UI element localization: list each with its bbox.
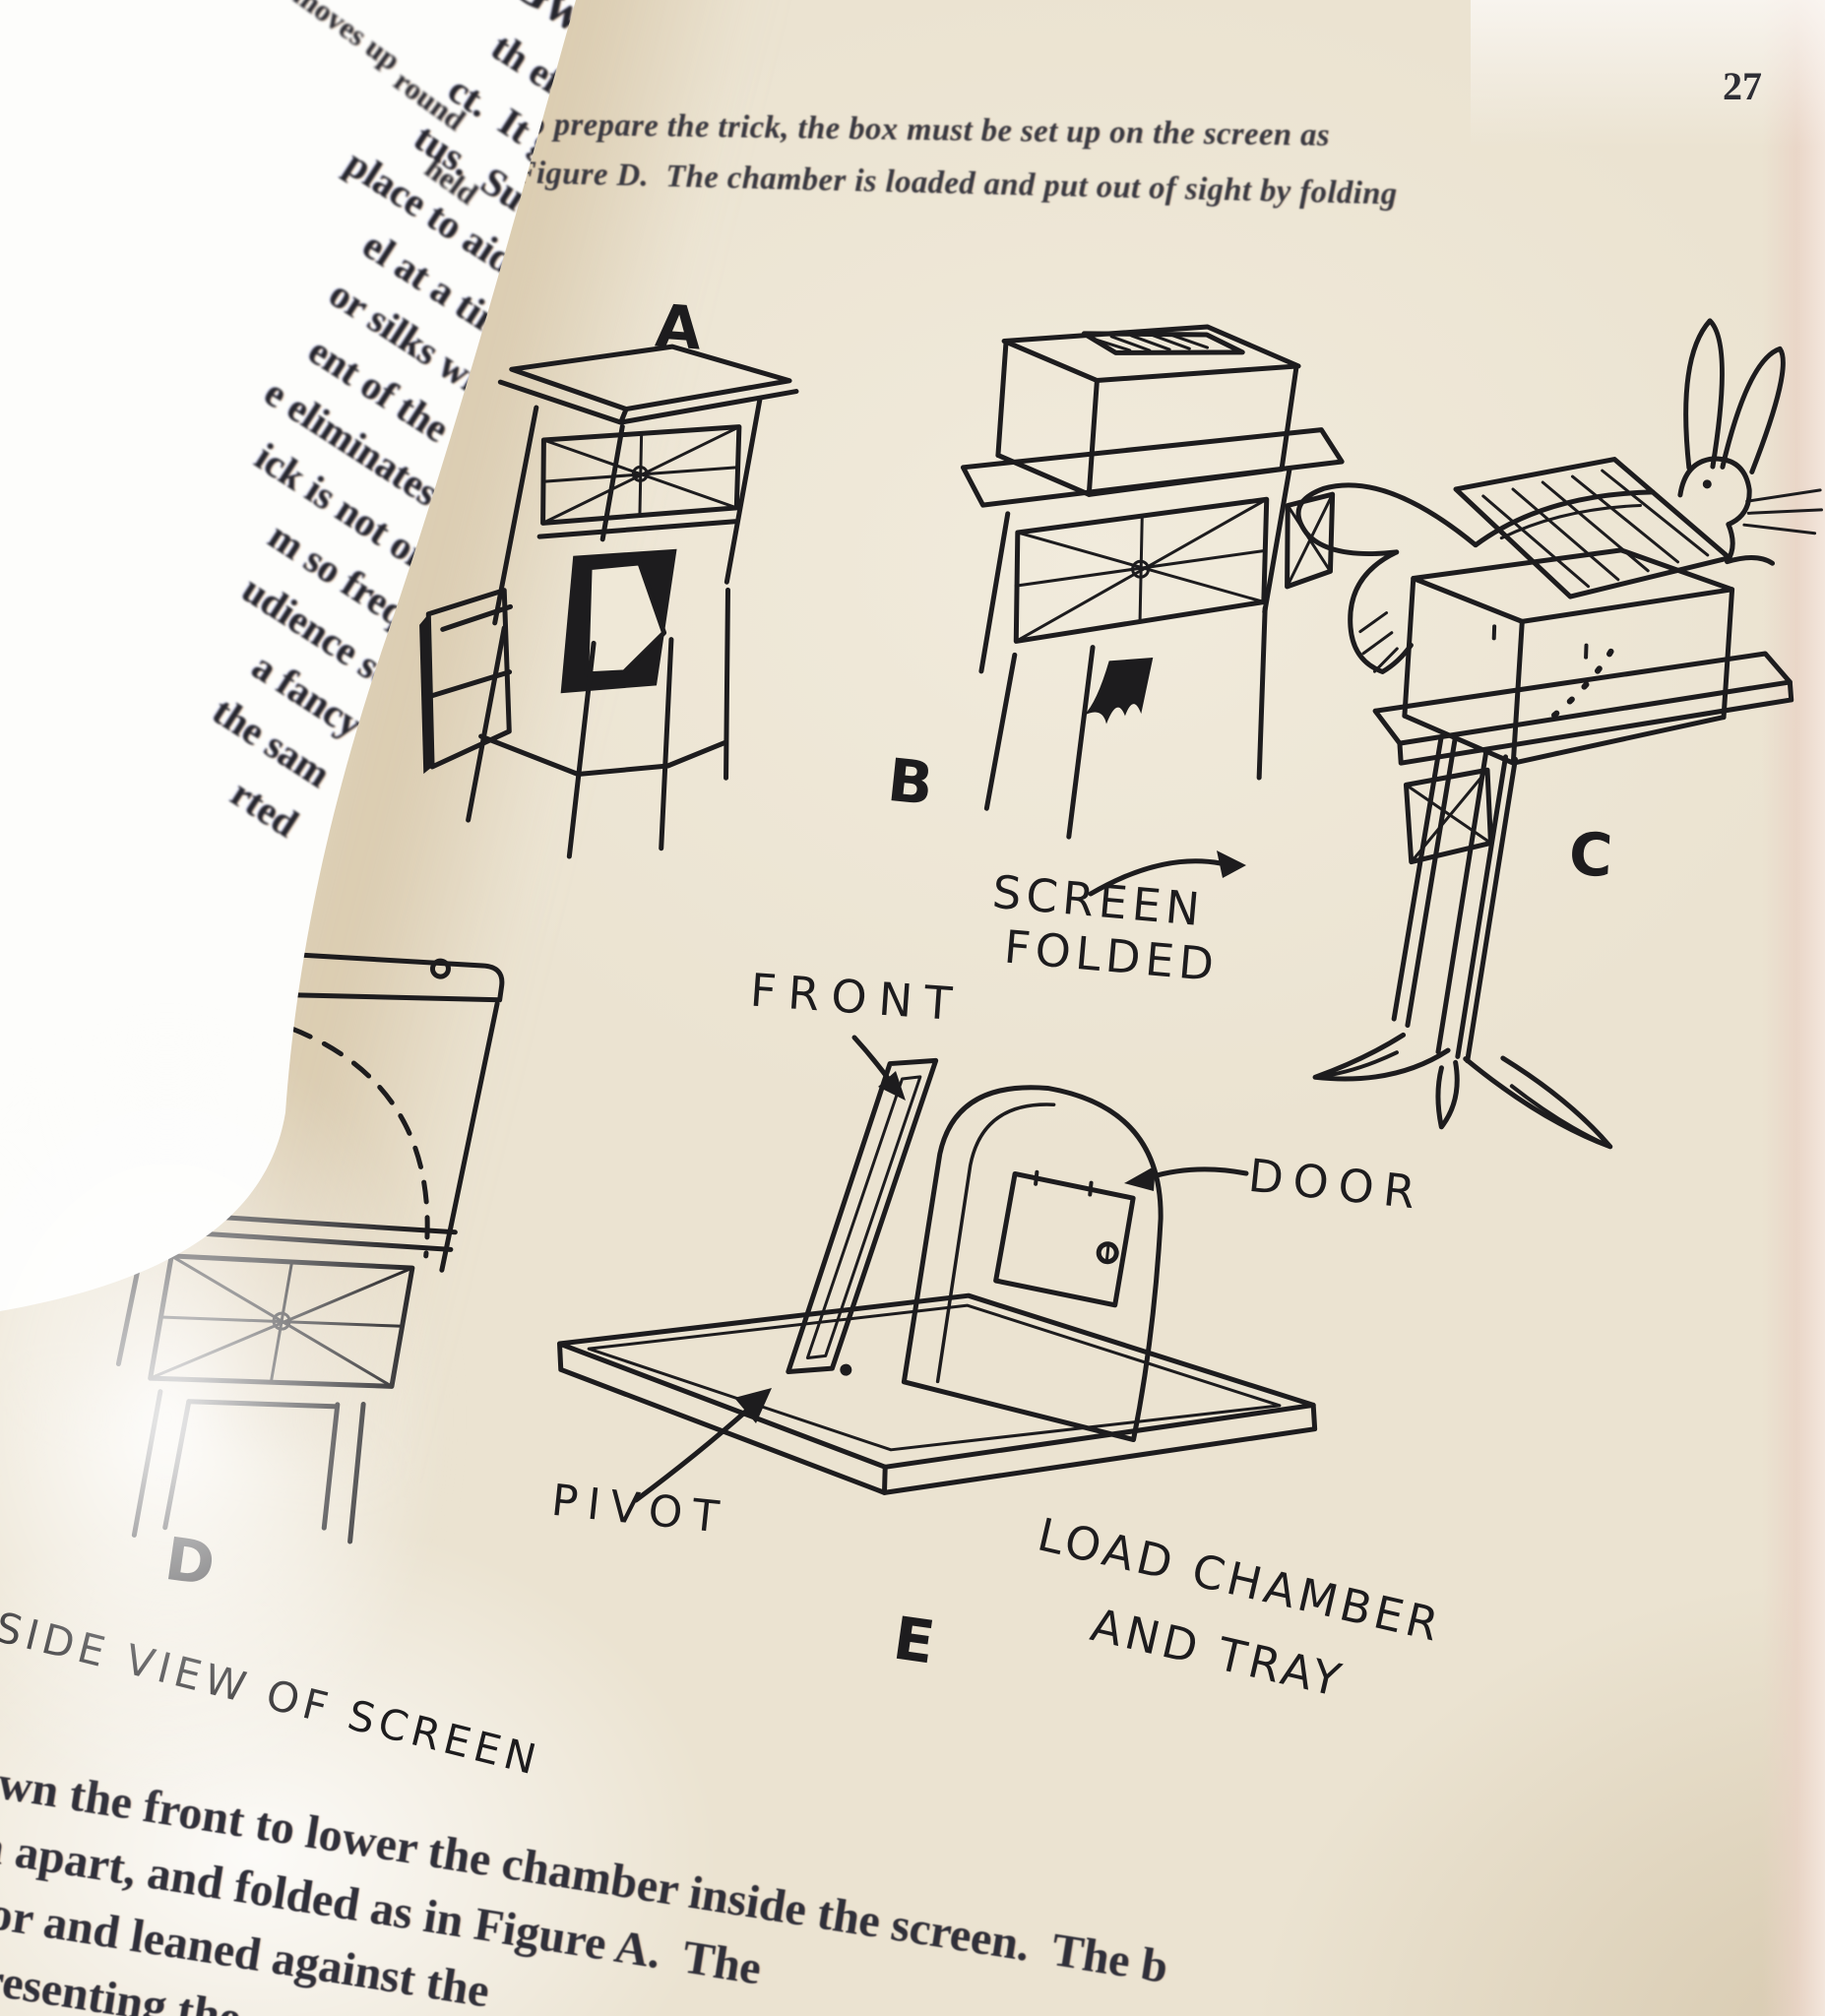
pivot-arrow [633,1388,772,1503]
figure-e-drawing [557,1057,1318,1495]
top-edge-highlight [1471,0,1825,148]
figure-b-label: B [884,745,937,820]
door-arrow [1124,1166,1249,1191]
page-edge-highlight [0,1024,443,1811]
figure-a-label: A [653,291,704,364]
page-number: 27 [1723,64,1762,108]
figure-a-drawing [419,344,799,859]
figure-c-label: C [1567,819,1614,892]
figure-b-drawing [960,324,1345,840]
screen-folded-arrow [1088,850,1246,897]
page-stack-edge [1762,0,1825,2016]
front-arrow [851,1035,906,1101]
figure-c-drawing [1295,318,1823,1150]
